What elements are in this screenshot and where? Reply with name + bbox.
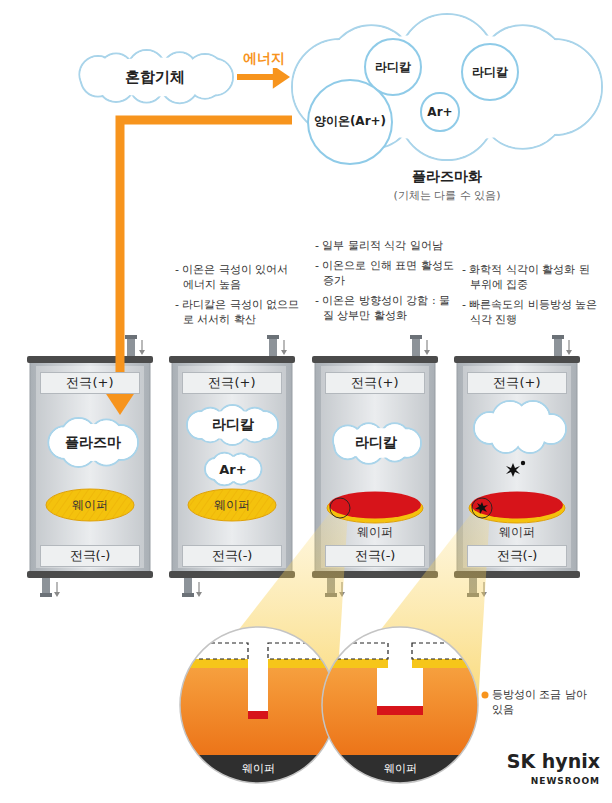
plasma-cloud: 플라즈마화 (기체는 다를 수 있음) 라디칼 라디칼양이온(Ar+) Ar+ [290, 12, 604, 208]
cloud-fill [80, 51, 232, 102]
electrode-plate: 전극(+) [182, 372, 282, 394]
arrow-line [237, 74, 276, 80]
etch-layer [471, 492, 563, 519]
node-text: 혼합기체 [125, 68, 185, 87]
note-text: - 이온으로 인해 표면 활성도 증가 [315, 258, 455, 288]
note-text: - 라디칼은 극성이 없으므로 서서히 확산 [175, 297, 300, 327]
brand-logo: SK hynix [507, 750, 600, 772]
node-text: 라디칼 [375, 59, 411, 76]
cloud-fill [206, 454, 260, 485]
gas-cloud: 라디칼 [185, 403, 280, 447]
electrode-plate: 전극(-) [182, 545, 282, 567]
gas-cloud: 플라즈마 [45, 415, 140, 470]
cloud-fill [334, 424, 420, 463]
inset-trench [176, 625, 340, 787]
particle-circle: 양이온(Ar+) [307, 79, 393, 165]
gas-cloud: 라디칼 [328, 420, 423, 466]
gas-cloud: Ar+ [202, 450, 263, 488]
node-text: 전극(+) [493, 374, 540, 392]
wafer-texture [188, 489, 276, 521]
wafer-disc: 웨이퍼 [187, 488, 277, 522]
wafer-disc [46, 489, 134, 521]
wafer-disc: 웨이퍼 [45, 488, 135, 522]
cloud-outline [205, 453, 261, 486]
node-text: Ar+ [219, 462, 246, 477]
note-text: - 빠른속도의 비등방성 높은 식각 진행 [462, 297, 602, 327]
note-text: - 화학적 식각이 활성화 된 부위에 집중 [462, 262, 602, 292]
node-text: 양이온(Ar+) [314, 113, 386, 130]
node-text: 라디칼 [355, 434, 397, 452]
cloud-core [84, 57, 225, 96]
cloud-core [193, 411, 273, 440]
note-text: - 이온은 극성이 있어서 에너지 높음 [175, 262, 300, 292]
node-text: Ar+ [427, 105, 452, 119]
node-text: 웨이퍼 [72, 497, 108, 514]
cloud-core [54, 424, 131, 461]
electrode-plate: 전극(+) [325, 372, 425, 394]
node-text: 플라즈마화 [290, 168, 604, 186]
node-text: 전극(-) [70, 547, 111, 565]
node-text: 라디칼 [472, 64, 508, 81]
electrode-plate: 전극(-) [325, 545, 425, 567]
node-text: (기체는 다를 수 있음) [290, 188, 604, 203]
arrow-head [104, 391, 135, 415]
node-text: 웨이퍼 [214, 497, 250, 514]
electrode-plate: 전극(+) [40, 372, 140, 394]
node-text: 전극(-) [497, 547, 538, 565]
empty-cloud [474, 401, 566, 453]
callout-dot [482, 692, 489, 699]
arrow-line [120, 120, 292, 396]
edge-label: 에너지 [240, 50, 288, 68]
node-text: 전극(-) [212, 547, 253, 565]
node-text: 웨이퍼 [325, 524, 425, 541]
inset-label: 웨이퍼 [242, 761, 275, 776]
cloud-core [336, 428, 415, 458]
etch-spot [475, 502, 488, 514]
callout-text: 등방성이 조금 남아있음 [492, 687, 592, 717]
particle-circle: Ar+ [420, 92, 459, 131]
cloud-core [209, 457, 257, 481]
note-text: - 이온은 방향성이 강함 : 물질 상부만 활성화 [315, 293, 455, 323]
flow-arrow [237, 65, 290, 89]
cloud-outline [48, 418, 138, 467]
electrode-plate: 전극(-) [467, 545, 567, 567]
wafer-disc: 웨이퍼 [325, 488, 425, 540]
gas-cloud: 혼합기체 [75, 48, 235, 106]
node-text: 전극(-) [355, 547, 396, 565]
node-text: 전극(+) [351, 374, 398, 392]
node-text: 플라즈마 [65, 434, 121, 452]
inset-trench [318, 625, 482, 787]
cloud-fill [49, 419, 137, 466]
wafer-texture [46, 489, 134, 521]
zoom-marker [472, 498, 492, 518]
etch-particles [506, 461, 525, 477]
electrode-plate: 전극(-) [40, 545, 140, 567]
node-text: 전극(+) [208, 374, 255, 392]
etch-layer [329, 492, 421, 519]
cloud-outline [79, 50, 233, 103]
inset-outline [180, 627, 336, 783]
inset-label: 웨이퍼 [384, 761, 417, 776]
electrode-plate: 전극(+) [467, 372, 567, 394]
note-text: - 일부 물리적 식각 일어남 [315, 238, 455, 253]
wafer-disc [188, 489, 276, 521]
node-text: 전극(+) [66, 374, 113, 392]
wafer-disc: 웨이퍼 [467, 488, 567, 540]
arrow-head [273, 65, 290, 89]
particle-circle: 라디칼 [461, 43, 519, 101]
node-text: 라디칼 [212, 416, 254, 434]
brand-sub: NEWSROOM [531, 776, 600, 786]
zoom-marker [330, 498, 350, 518]
cloud-fill [188, 406, 277, 444]
inset-outline [322, 627, 478, 783]
node-text: 웨이퍼 [467, 524, 567, 541]
cloud-outline [333, 423, 421, 464]
cloud-outline [187, 405, 278, 445]
